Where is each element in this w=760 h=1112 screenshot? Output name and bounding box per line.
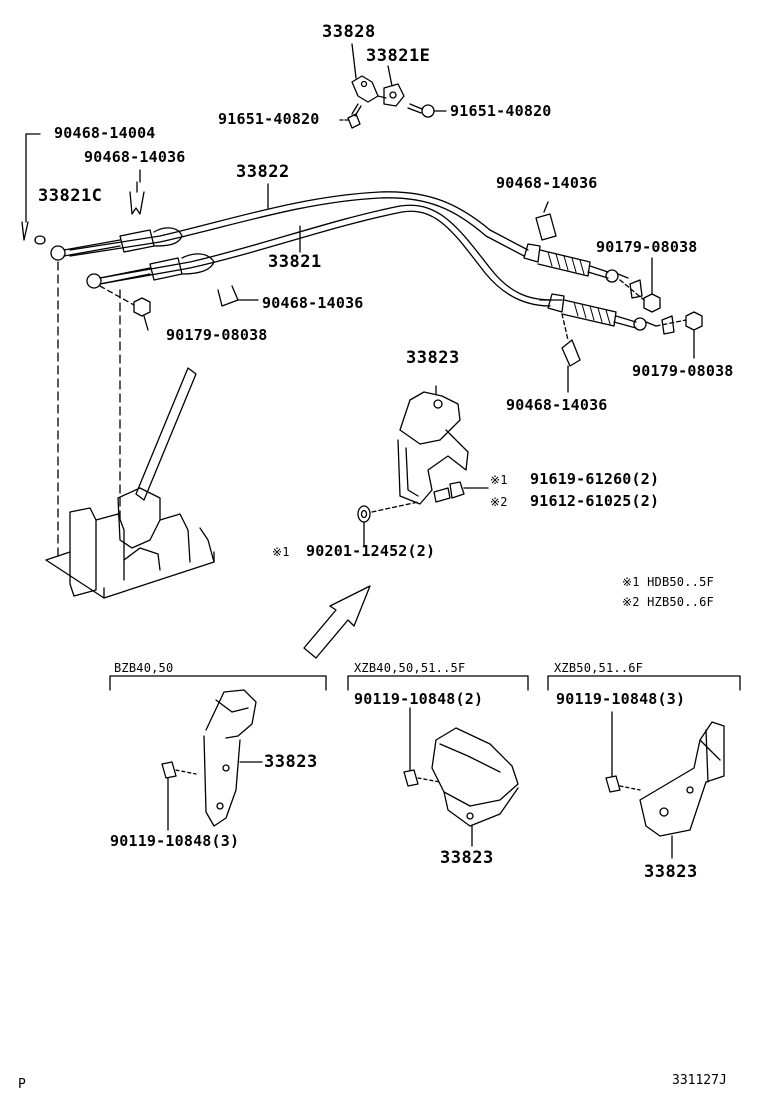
label-33822: 33822 (236, 162, 290, 182)
label-90179-mid: 90179-08038 (596, 238, 698, 256)
diagram-reference-code: 331127J (672, 1073, 727, 1088)
label-91612: 91612-61025(2) (530, 492, 660, 510)
bracket-33823-xzb6f (639, 721, 725, 859)
variant-bracket-line (547, 675, 741, 691)
label-90201: 90201-12452(2) (306, 542, 436, 560)
washer-icon (34, 235, 46, 245)
cable-clip-assembly (351, 75, 405, 107)
variant-2-bolt: 90119-10848(2) (354, 690, 484, 708)
label-90468-14036-b: 90468-14036 (262, 294, 364, 312)
nut-icon (643, 257, 661, 313)
leader-33821E (387, 65, 393, 87)
bolt-icon (433, 481, 489, 503)
screw-left (347, 103, 362, 129)
label-90179-left: 90179-08038 (166, 326, 268, 344)
clip-icon (561, 339, 581, 393)
arrow-icon (303, 585, 371, 659)
variant-bracket-line (109, 675, 327, 691)
clip-small (629, 279, 675, 335)
label-90468-14036-c: 90468-14036 (496, 174, 598, 192)
clip-icon (217, 285, 259, 307)
nut-icon (685, 311, 703, 359)
mark-1-b: ※1 (272, 545, 290, 559)
label-90468-14004: 90468-14004 (54, 124, 156, 142)
label-33821E: 33821E (366, 46, 431, 66)
label-90179-right: 90179-08038 (632, 362, 734, 380)
label-33823-main: 33823 (406, 348, 460, 368)
clip-icon (535, 201, 557, 241)
label-91619: 91619-61260(2) (530, 470, 660, 488)
label-90468-14036-a: 90468-14036 (84, 148, 186, 166)
mark-1-a: ※1 (490, 473, 508, 487)
footer-left-code: P (18, 1077, 26, 1092)
variant-2-bracket: 33823 (440, 848, 494, 868)
label-90468-14036-d: 90468-14036 (506, 396, 608, 414)
bolt-icon (161, 761, 197, 831)
leader-33828 (351, 43, 357, 79)
bracket-33823-xzb5f (431, 727, 519, 847)
label-91651-left: 91651-40820 (218, 110, 320, 128)
mark-2-a: ※2 (490, 495, 508, 509)
legend-1: ※1 HDB50..5F (622, 575, 714, 589)
variant-3-bracket: 33823 (644, 862, 698, 882)
leader-dashed (619, 279, 645, 301)
bracket-33823-bzb (203, 689, 263, 827)
bolt-icon (605, 711, 641, 793)
cable-end-left-upper (50, 227, 183, 261)
clip-icon (129, 181, 145, 215)
variant-bracket-line (347, 675, 529, 691)
leader-dashed (655, 319, 687, 327)
variant-2-title: XZB40,50,51..5F (354, 661, 466, 675)
variant-1-bolt: 90119-10848(3) (110, 832, 240, 850)
cable-end-left-lower (86, 253, 215, 289)
leader-dashed (371, 501, 419, 513)
bolt-icon (403, 707, 441, 787)
shift-cable-33822 (69, 191, 529, 257)
label-33821: 33821 (268, 252, 322, 272)
variant-3-bolt: 90119-10848(3) (556, 690, 686, 708)
label-91651-right: 91651-40820 (450, 102, 552, 120)
nut-icon (133, 297, 151, 331)
variant-1-title: BZB40,50 (114, 661, 174, 675)
legend-2: ※2 HZB50..6F (622, 595, 714, 609)
shift-lever-assembly (45, 367, 215, 599)
pin-icon (21, 133, 41, 241)
select-cable-33821 (99, 204, 553, 307)
screw-right (407, 103, 435, 118)
label-33828: 33828 (322, 22, 376, 42)
bracket-33823-main (397, 385, 469, 505)
leader-dashed (561, 313, 569, 341)
variant-1-bracket: 33823 (264, 752, 318, 772)
washer-icon (357, 505, 371, 523)
cable-end-right-upper (523, 243, 629, 283)
label-33821C: 33821C (38, 186, 103, 206)
leader-dashed (99, 285, 135, 306)
variant-3-title: XZB50,51..6F (554, 661, 644, 675)
cable-boot-right (547, 251, 611, 325)
